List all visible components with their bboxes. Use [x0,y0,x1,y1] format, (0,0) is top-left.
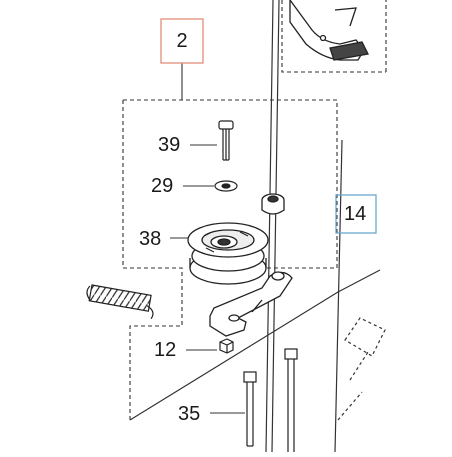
callout-2: 2 [161,19,203,63]
spacer-bushing [261,193,285,215]
nut-12-shape [219,338,234,354]
assembly-boundary-dashed [122,99,338,420]
idler-bracket-shape [209,271,293,337]
upper-assembly-boundary [281,0,387,73]
part-label-29: 29 [151,175,174,197]
part-label-39: 39 [158,134,181,156]
part-label-35: 35 [178,403,201,425]
part-label-12: 12 [154,339,177,361]
callout-2-label: 2 [176,29,188,52]
bolt-39-shape [218,120,234,161]
washer-29-shape [214,180,238,192]
callout-box-2 [160,18,204,64]
tension-spring [86,284,154,320]
callout-box-14 [335,194,377,234]
long-bolt [284,348,298,452]
callout-14-label: 14 [344,202,367,225]
part-label-38: 38 [139,228,162,250]
lever-arm [289,0,369,61]
frame-rails [129,0,386,453]
bolt-35-shape [243,371,257,447]
callout-14: 14 [340,195,380,233]
pulley-38-shape [187,222,269,285]
